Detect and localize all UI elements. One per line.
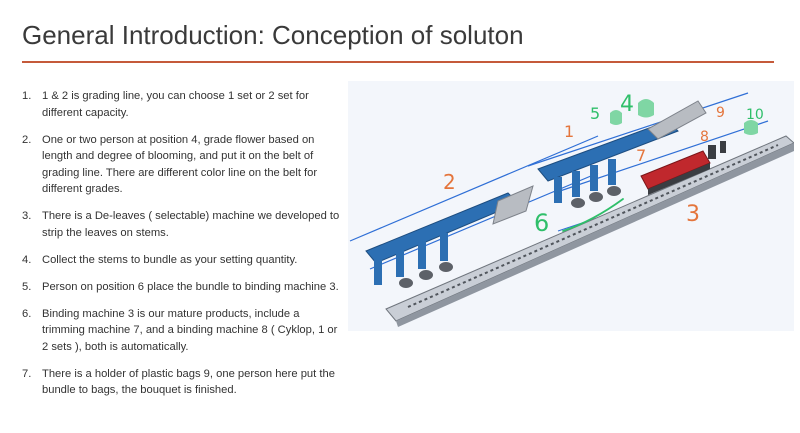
main-conveyor: [385, 135, 794, 322]
binding-machine: [708, 145, 716, 159]
step-number: 1.: [22, 90, 32, 102]
step-text: Person on position 6 place the bundle to…: [42, 280, 339, 293]
list-item: 4. Collect the stems to bundle as your se…: [22, 252, 340, 269]
production-line-diagram: 2 1 3 4 5 6 7 8 9 10: [348, 81, 794, 331]
grading-line-1-table: [647, 100, 707, 140]
step-number: 5.: [22, 280, 32, 293]
bundler: [399, 278, 413, 288]
label-6: 6: [534, 209, 549, 237]
list-item: 7. There is a holder of plastic bags 9, o…: [22, 366, 340, 399]
list-item: 5. Person on position 6 place the bundle …: [22, 279, 340, 296]
label-3: 3: [686, 202, 700, 227]
step-text: One or two person at position 4, grade f…: [42, 133, 318, 196]
step-text: 1 & 2 is grading line, you can choose 1 …: [42, 90, 309, 119]
operator-area-outline: [562, 198, 624, 232]
guide-line: [349, 135, 599, 242]
step-number: 2.: [22, 133, 32, 146]
chute: [554, 177, 562, 203]
label-1: 1: [564, 122, 574, 141]
label-7: 7: [636, 146, 646, 165]
step-text: There is a holder of plastic bags 9, one…: [42, 367, 335, 397]
bundler: [439, 262, 453, 272]
bundler: [607, 186, 621, 196]
slide-title: General Introduction: Conception of solu…: [22, 20, 524, 50]
grading-line-2-table: [492, 185, 534, 225]
chute: [590, 165, 598, 191]
step-number: 6.: [22, 307, 32, 320]
chute: [440, 233, 448, 261]
list-item: 2. One or two person at position 4, grade…: [22, 132, 340, 198]
bundler: [419, 270, 433, 280]
step-text: Binding machine 3 is our mature products…: [42, 307, 338, 353]
chute: [374, 257, 382, 285]
step-number: 7.: [22, 367, 32, 380]
list-item: 3. There is a De-leaves ( selectable) mac…: [22, 208, 340, 241]
trimming-machine-base: [648, 163, 710, 195]
guide-line: [553, 120, 769, 194]
operator-position-marker: [744, 120, 758, 135]
guide-line: [527, 92, 749, 167]
conveyor-rail: [407, 144, 779, 308]
label-5: 5: [590, 104, 600, 123]
list-item: 6. Binding machine 3 is our mature produc…: [22, 306, 340, 356]
label-10: 10: [746, 107, 764, 123]
chute: [396, 249, 404, 277]
binding-machine: [720, 141, 726, 153]
steps-list: 1. 1 & 2 is grading line, you can choose …: [22, 88, 340, 409]
main-conveyor-side: [396, 143, 794, 327]
title-divider: [22, 61, 774, 63]
label-2: 2: [443, 170, 456, 194]
chute: [418, 241, 426, 269]
label-8: 8: [700, 129, 709, 145]
grading-line-1: [537, 120, 679, 182]
step-number: 3.: [22, 210, 32, 222]
bundler: [571, 198, 585, 208]
bundler: [589, 192, 603, 202]
label-9: 9: [716, 105, 725, 121]
step-text: There is a De-leaves ( selectable) machi…: [42, 210, 340, 239]
step-text: Collect the stems to bundle as your sett…: [42, 253, 298, 266]
operator-position-marker: [638, 99, 654, 118]
chute: [572, 171, 580, 197]
label-4: 4: [620, 92, 634, 117]
operator-position-marker: [610, 110, 622, 125]
chute: [608, 159, 616, 185]
guide-line: [369, 172, 599, 270]
step-number: 4.: [22, 253, 32, 266]
list-item: 1. 1 & 2 is grading line, you can choose …: [22, 88, 340, 121]
